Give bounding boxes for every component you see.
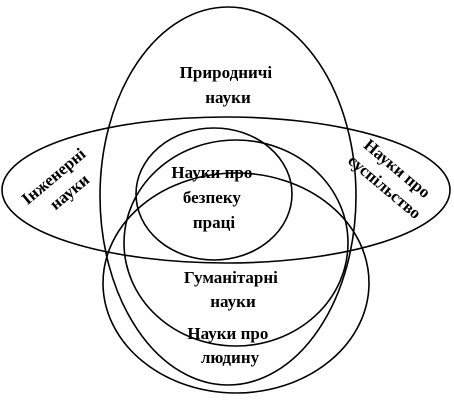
label-labour-safety-sciences: Науки про безпеку праці [171, 163, 256, 232]
circle-humanities [123, 139, 349, 347]
circle-labour-safety [135, 127, 293, 261]
label-natural-sciences: Природничі науки [180, 63, 277, 107]
ellipse-natural-sciences [99, 6, 357, 386]
circle-human-sciences [102, 172, 370, 394]
ellipse-engineering-society-sciences [1, 116, 451, 264]
label-humanities: Гуманітарні науки [184, 268, 282, 311]
label-society-sciences: Науки про суспільство [344, 134, 439, 223]
label-human-sciences: Науки про людину [187, 324, 272, 367]
